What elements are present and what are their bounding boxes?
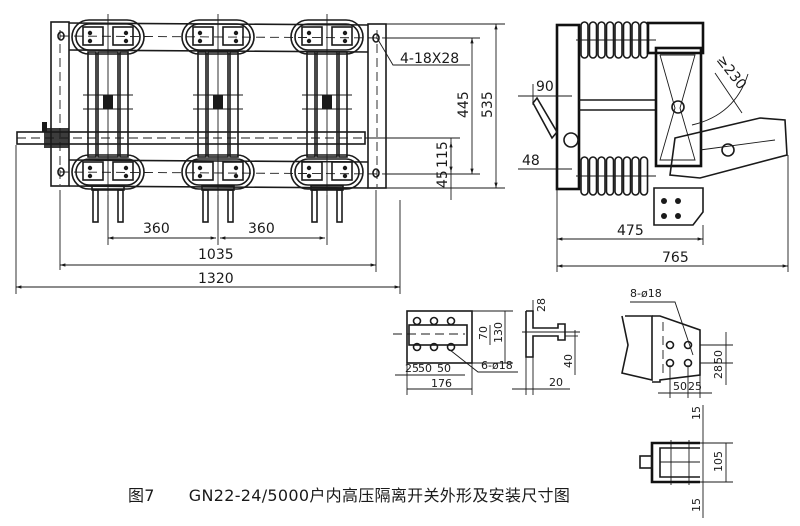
dim-50a: 50	[418, 362, 432, 375]
dim-50v: 50	[712, 350, 725, 364]
dim-50h: 50	[673, 380, 687, 393]
base-bracket	[653, 187, 704, 226]
dim-90: 90	[536, 79, 554, 95]
dim-70: 70	[477, 326, 490, 340]
dim-176: 176	[431, 377, 452, 390]
front-view: 360 360 1035 1320 4-18X28 445 535 115 45	[15, 14, 505, 294]
dim-28: 28	[535, 298, 548, 312]
mount-hole	[57, 31, 65, 41]
dim-105: 105	[712, 451, 725, 472]
dim-765: 765	[662, 250, 689, 266]
blade	[338, 51, 348, 158]
pole-2	[181, 14, 255, 230]
dim-20: 20	[549, 376, 563, 389]
dim-230: ≥230	[713, 53, 749, 93]
terminal-detail: 70 130 6-ø18 25 50 50 176 28 40 20	[393, 298, 580, 395]
dim-50b: 50	[437, 362, 451, 375]
dim-15-bottom: 15	[690, 498, 703, 512]
figure-caption: 图7 GN22-24/5000户内高压隔离开关外形及安装尺寸图	[128, 482, 570, 506]
dim-115: 115	[435, 141, 451, 168]
dim-15-top: 15	[690, 406, 703, 420]
blade-housing	[654, 46, 703, 168]
dim-40: 40	[562, 354, 575, 368]
dim-1035: 1035	[198, 247, 234, 263]
terminal-holes-label: 6-ø18	[481, 359, 513, 372]
terminal-post	[311, 189, 318, 223]
blade	[229, 51, 239, 158]
dim-360-right: 360	[248, 221, 275, 237]
terminal-post	[117, 189, 124, 223]
dim-45: 45	[435, 170, 451, 188]
insulator-1	[576, 21, 656, 59]
shaft-crank	[44, 128, 69, 148]
blade	[197, 51, 207, 158]
dim-475: 475	[617, 223, 644, 239]
side-frame-plate	[555, 23, 581, 191]
mount-hole	[57, 167, 65, 177]
terminal-post	[336, 189, 343, 223]
mount-hole	[372, 33, 380, 43]
figure-title: GN22-24/5000户内高压隔离开关外形及安装尺寸图	[188, 486, 571, 505]
blade	[306, 51, 316, 158]
dim-445: 445	[456, 91, 472, 118]
dim-25h: 25	[688, 380, 702, 393]
insulator-2	[576, 156, 656, 196]
mount-holes-label: 4-18X28	[400, 51, 459, 67]
open-blade	[669, 117, 788, 179]
pole-3	[290, 14, 364, 230]
bracket-holes-label: 8-ø18	[630, 287, 662, 300]
dim-48: 48	[522, 153, 540, 169]
dim-535: 535	[480, 91, 496, 118]
right-side-plate	[367, 23, 387, 189]
dim-25: 25	[405, 362, 419, 375]
dim-130: 130	[492, 322, 505, 343]
blade	[87, 51, 97, 158]
dim-28v: 28	[712, 365, 725, 379]
figure-number: 图7	[128, 486, 155, 505]
mount-hole	[372, 168, 380, 178]
clip-detail: 15 105 15	[639, 405, 733, 518]
terminal-post	[227, 189, 234, 223]
swing-arc	[691, 73, 749, 126]
terminal-post	[202, 189, 209, 223]
left-side-plate	[50, 21, 70, 187]
bracket-detail: 8-ø18 50 28 50 25	[621, 287, 733, 398]
dim-1320: 1320	[198, 271, 234, 287]
terminal-post	[92, 189, 99, 223]
side-view: ≥230 90 48 475 765	[518, 21, 789, 272]
dim-360-left: 360	[143, 221, 170, 237]
blade	[119, 51, 129, 158]
pole-1	[71, 14, 145, 230]
